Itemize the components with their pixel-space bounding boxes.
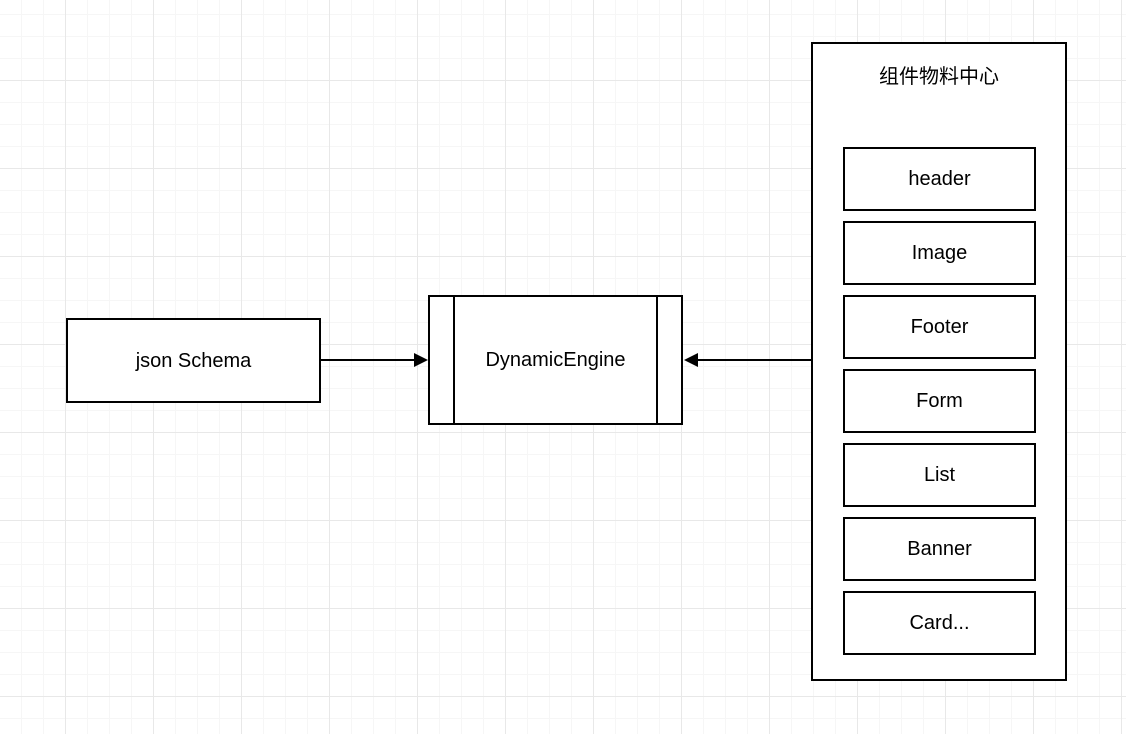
node-dynamic-engine-label: DynamicEngine xyxy=(485,349,626,371)
material-center-title: 组件物料中心 xyxy=(879,66,999,88)
node-json-schema: json Schema xyxy=(66,318,321,403)
material-item-list: List xyxy=(843,443,1036,507)
material-item-image: Image xyxy=(843,221,1036,285)
arrow-material-to-engine xyxy=(697,359,811,361)
arrow-json-to-engine xyxy=(321,359,417,361)
arrowhead-left-icon xyxy=(684,353,698,367)
material-item-card: Card... xyxy=(843,591,1036,655)
node-dynamic-engine: DynamicEngine xyxy=(428,295,683,425)
material-items-list: header Image Footer Form List Banner Car… xyxy=(843,147,1036,655)
material-item-header: header xyxy=(843,147,1036,211)
material-item-form: Form xyxy=(843,369,1036,433)
arrowhead-right-icon xyxy=(414,353,428,367)
container-material-center: 组件物料中心 header Image Footer Form List Ban… xyxy=(811,42,1067,681)
material-item-footer: Footer xyxy=(843,295,1036,359)
node-json-schema-label: json Schema xyxy=(135,349,252,372)
material-item-banner: Banner xyxy=(843,517,1036,581)
